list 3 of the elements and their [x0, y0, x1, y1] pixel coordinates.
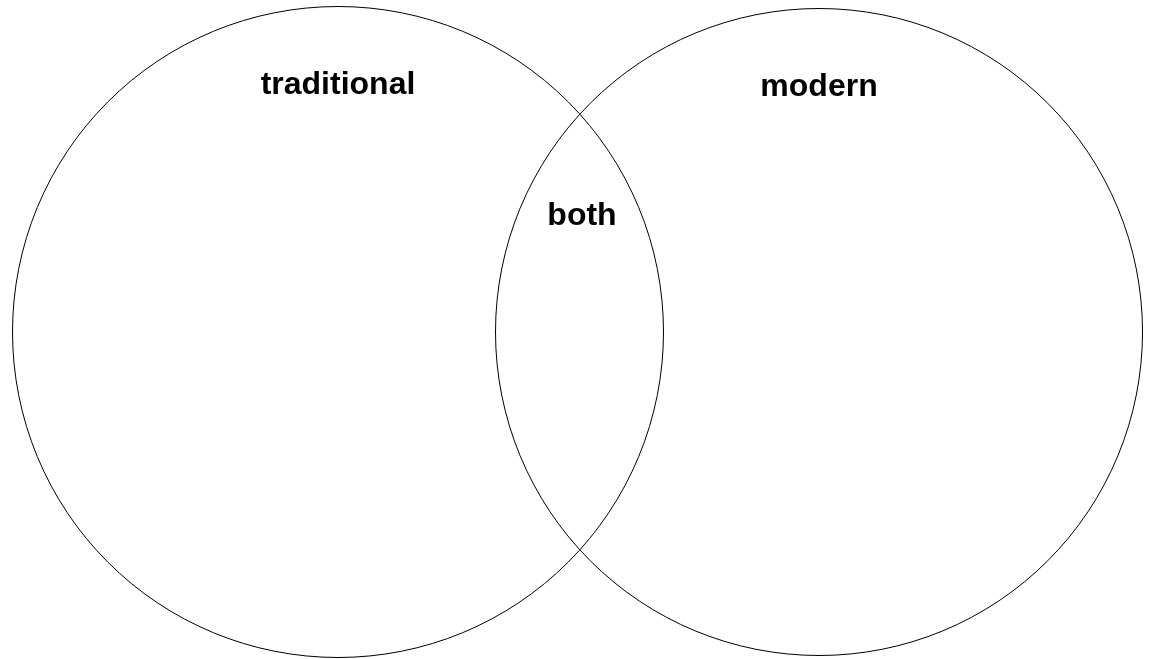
circle-title: traditional	[260, 65, 416, 102]
circle-title: modern	[760, 67, 878, 104]
overlap-label: both	[547, 196, 617, 233]
